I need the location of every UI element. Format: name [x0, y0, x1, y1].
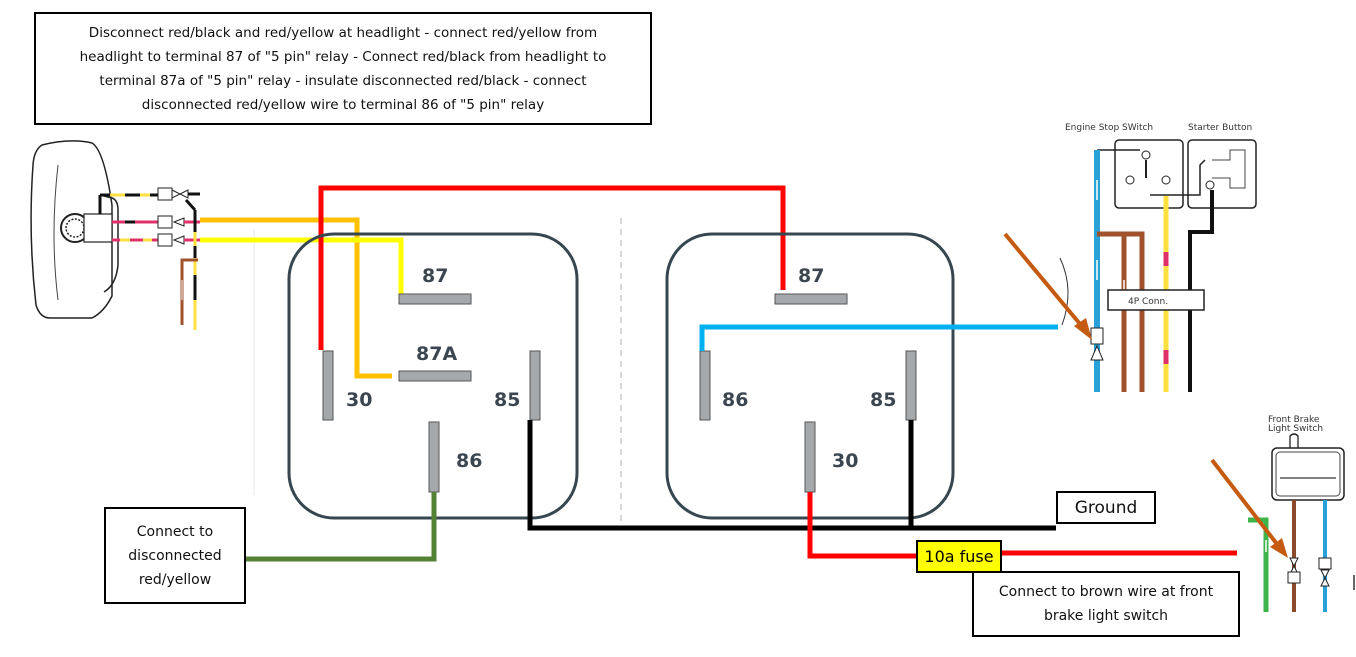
front-brake-label-line2: Light Switch [1268, 424, 1323, 434]
arrow-to-brown-wire [1210, 458, 1282, 550]
fuse-label-text: 10a fuse [924, 547, 994, 566]
relay-left-label-85: 85 [494, 389, 520, 411]
ground-label-box: Ground [1056, 491, 1156, 524]
4p-connector-label: 4P Conn. [1128, 297, 1168, 307]
relay-right-pin-30 [804, 421, 816, 493]
relay-left-label-86: 86 [456, 450, 482, 472]
relay-right-label-85: 85 [870, 389, 896, 411]
wire-blue-86-to-engine-stop [699, 324, 1058, 351]
ground-label-text: Ground [1074, 497, 1138, 518]
relay-right-pin-86 [699, 350, 711, 421]
wire-red-30-to-fuse [807, 492, 918, 559]
instruction-note-brake: Connect to brown wire at front brake lig… [972, 571, 1240, 637]
relay-right-label-30: 30 [832, 450, 858, 472]
starter-button-label: Starter Button [1188, 123, 1252, 133]
starter-button-box [1187, 139, 1257, 209]
relay-left-label-30: 30 [346, 389, 372, 411]
engine-stop-starter-schematic: Engine Stop SWitch Starter Button 4P Con… [1003, 112, 1258, 392]
relay-left-pin-30 [322, 350, 334, 421]
relay-right-label-86: 86 [722, 389, 748, 411]
wire-black-ground [527, 420, 1056, 531]
relay-right-pin-87 [774, 293, 848, 305]
front-brake-switch-schematic: Front Brake Light Switch [1210, 415, 1355, 612]
4p-connector [1107, 289, 1205, 311]
instruction-note-brake-text: Connect to brown wire at front brake lig… [998, 584, 1214, 624]
insert-background [1058, 112, 1258, 392]
relay-left-pin-86 [428, 421, 440, 493]
relay-left-pin-87a [398, 370, 472, 382]
wire-red-30-to-87 [318, 185, 786, 350]
relay-left-5pin: 87 87A 30 85 86 [287, 232, 579, 520]
instruction-note-top: Disconnect red/black and red/yellow at h… [34, 12, 652, 125]
engine-stop-switch-label: Engine Stop SWitch [1065, 123, 1153, 133]
relay-left-label-87a: 87A [416, 343, 457, 365]
brake-switch-body [1271, 447, 1345, 501]
relay-left-label-87: 87 [422, 265, 448, 287]
fuse-label-box: 10a fuse [916, 540, 1002, 573]
relay-right-pin-85 [905, 350, 917, 421]
relay-right-label-87: 87 [798, 265, 824, 287]
engine-stop-switch-box [1114, 139, 1184, 209]
wire-yellow-red-yellow-to-87 [200, 237, 404, 298]
front-brake-label-line1: Front Brake [1268, 415, 1320, 425]
headlight-schematic [30, 140, 200, 330]
arrow-to-blue-connector [1003, 232, 1087, 332]
relay-left-pin-85 [529, 350, 541, 421]
relay-left-pin-87 [398, 293, 472, 305]
instruction-note-left: Connect to disconnected red/yellow [104, 507, 246, 604]
instruction-note-left-text: Connect to disconnected red/yellow [128, 523, 222, 588]
instruction-note-top-text: Disconnect red/black and red/yellow at h… [79, 24, 607, 113]
wire-orange-red-black-to-87a [200, 217, 392, 379]
wire-green-86-to-red-yellow [246, 492, 437, 562]
